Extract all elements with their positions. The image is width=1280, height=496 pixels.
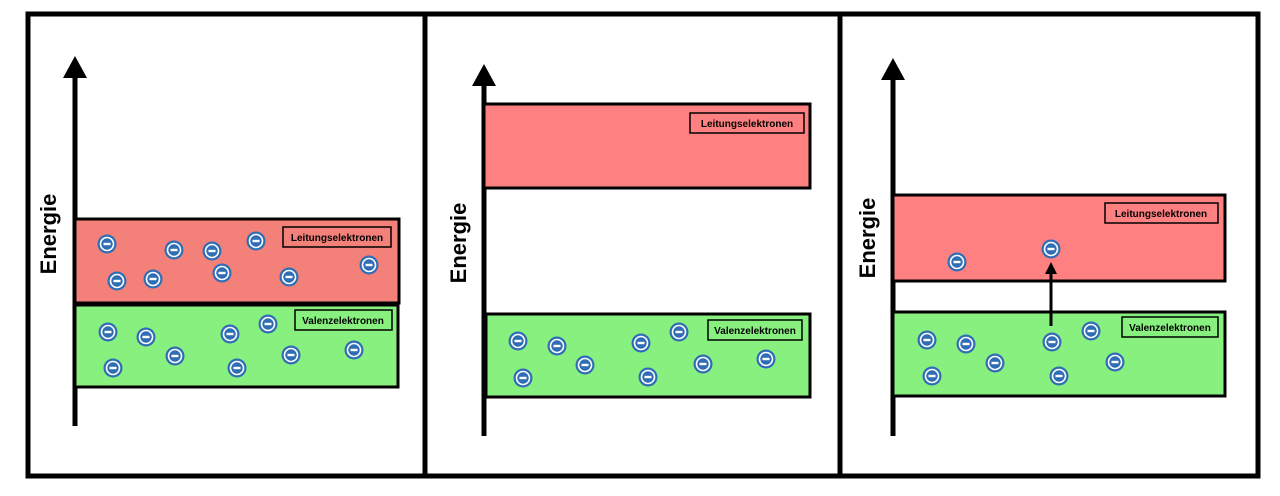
electron-icon (669, 322, 689, 342)
conduction-label-box (282, 226, 392, 248)
electron-icon (547, 336, 567, 356)
electron-icon (508, 331, 528, 351)
electron-icon (107, 271, 127, 291)
electron-icon (279, 267, 299, 287)
panel-3: Energie Leitungselektronen Valenzelektro… (855, 58, 1227, 436)
arrow-up-icon (881, 58, 905, 80)
electron-icon (1049, 366, 1069, 386)
electron-icon (922, 366, 942, 386)
conduction-band (73, 217, 401, 305)
valence-electrons (98, 314, 364, 378)
electron-icon (756, 349, 776, 369)
valence-band-label: Valenzelektronen (302, 316, 384, 327)
electron-icon (947, 252, 967, 272)
electron-icon (956, 334, 976, 354)
electron-icon (693, 354, 713, 374)
electron-icon (103, 358, 123, 378)
electron-icon (1042, 332, 1062, 352)
conduction-band-label: Leitungselektronen (1115, 209, 1207, 220)
arrow-up-icon (63, 56, 87, 78)
conduction-band-label: Leitungselektronen (291, 233, 383, 244)
electron-icon (344, 340, 364, 360)
valence-band-label: Valenzelektronen (714, 326, 796, 337)
electron-icon (227, 358, 247, 378)
electron-icon (246, 231, 266, 251)
electron-icon (136, 327, 156, 347)
valence-band-label: Valenzelektronen (1129, 323, 1211, 334)
energy-axis-label: Energie (36, 194, 61, 275)
electron-icon (164, 240, 184, 260)
valence-label-box (294, 309, 393, 331)
electron-icon (575, 355, 595, 375)
energy-axis-label: Energie (446, 203, 471, 284)
conduction-band-label: Leitungselektronen (701, 119, 793, 130)
panel-1: Energie Leitungselektronen Valenzelektro… (36, 56, 401, 426)
electron-icon (97, 234, 117, 254)
panel-2: Energie Leitungselektronen Valenzelektro… (446, 64, 812, 436)
conduction-band (891, 193, 1227, 283)
conduction-label-box (1104, 202, 1219, 224)
conduction-electrons (97, 231, 379, 291)
electron-icon (917, 330, 937, 350)
electron-icon (281, 345, 301, 365)
electron-icon (258, 314, 278, 334)
electron-icon (513, 368, 533, 388)
electron-icon (1105, 352, 1125, 372)
electron-icon (359, 255, 379, 275)
electron-icon (1041, 239, 1061, 259)
energy-axis-label: Energie (855, 198, 880, 279)
electron-icon (220, 324, 240, 344)
valence-label-box (707, 319, 803, 341)
arrow-up-icon (472, 64, 496, 86)
conduction-electrons (947, 239, 1061, 272)
electron-icon (202, 241, 222, 261)
conduction-band (482, 102, 812, 190)
valence-electrons (508, 322, 776, 388)
electron-icon (165, 346, 185, 366)
conduction-label-box (689, 112, 805, 134)
electron-icon (212, 263, 232, 283)
electron-icon (985, 353, 1005, 373)
valence-label-box (1121, 316, 1219, 338)
outer-frame (25, 11, 1261, 479)
electron-icon (638, 367, 658, 387)
electron-icon (631, 333, 651, 353)
electron-icon (1081, 321, 1101, 341)
valence-electrons (917, 321, 1125, 386)
electron-icon (143, 269, 163, 289)
electron-icon (98, 322, 118, 342)
